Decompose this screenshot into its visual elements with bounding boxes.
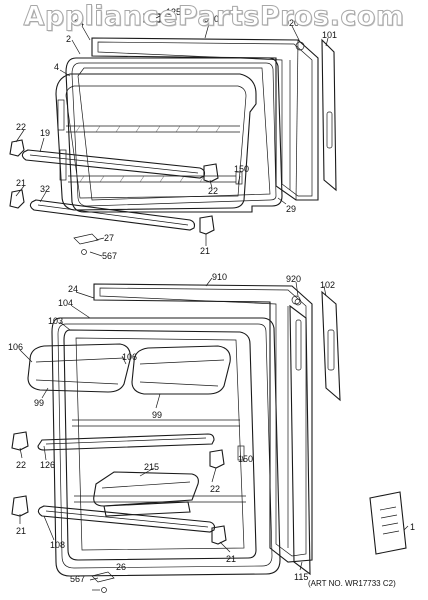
callout-106-left: 106	[8, 342, 23, 352]
callout-labels-top: 125 910 920 101 24 2 4 22 19 21 32 150 2…	[16, 7, 337, 261]
owner-manual-booklet	[369, 491, 407, 555]
freezer-outer-door	[91, 37, 319, 201]
callout-103: 103	[48, 316, 63, 326]
callout-108: 108	[50, 540, 65, 550]
freezer-inner-liner	[55, 73, 257, 211]
fresh-food-door-gasket	[51, 317, 281, 577]
callout-22-bottom-left: 22	[16, 460, 26, 470]
freezer-shelf-bars	[21, 149, 206, 231]
callout-102: 102	[320, 280, 335, 290]
callout-126: 126	[40, 460, 55, 470]
callout-150-top: 150	[234, 164, 249, 174]
callout-26: 26	[116, 562, 126, 572]
callout-21-top-left: 21	[16, 178, 26, 188]
callout-910-bottom: 910	[212, 272, 227, 282]
callout-21-bottom-right: 21	[226, 554, 236, 564]
callout-567-bottom: 567	[70, 574, 85, 584]
callout-4: 4	[54, 62, 59, 72]
callout-99-left: 99	[34, 398, 44, 408]
callout-22-top-left: 22	[16, 122, 26, 132]
callout-labels-bottom: 910 920 102 24 104 103 106 106 99 99 22 …	[8, 272, 415, 588]
freezer-brackets	[9, 139, 243, 235]
callout-920-top: 920	[284, 18, 299, 28]
callout-910-top: 910	[204, 14, 219, 24]
fresh-food-long-trim	[289, 304, 311, 576]
callout-567-top: 567	[102, 251, 117, 261]
fresh-food-leader-lines	[19, 277, 409, 591]
callout-215: 215	[144, 462, 159, 472]
callout-21-top-right: 21	[200, 246, 210, 256]
callout-32: 32	[40, 184, 50, 194]
callout-21-bottom-left: 21	[16, 526, 26, 536]
callout-27: 27	[104, 233, 114, 243]
callout-29: 29	[286, 204, 296, 214]
callout-19: 19	[40, 128, 50, 138]
fresh-food-door-assembly	[11, 277, 409, 593]
fresh-food-shelf-bars	[37, 433, 216, 533]
fresh-food-outer-door	[93, 283, 313, 563]
fresh-food-small-parts	[91, 298, 302, 593]
fresh-food-inner-liner	[63, 329, 257, 561]
callout-1: 1	[410, 522, 415, 532]
art-number: (ART NO. WR17733 C2)	[308, 579, 396, 588]
freezer-door-gasket	[65, 57, 283, 213]
callout-125: 125	[166, 7, 181, 17]
freezer-small-parts	[73, 13, 161, 255]
callout-2: 2	[66, 34, 71, 44]
callout-104: 104	[58, 298, 73, 308]
callout-22-top-right: 22	[208, 186, 218, 196]
callout-99-right: 99	[152, 410, 162, 420]
callout-920-bottom: 920	[286, 274, 301, 284]
fresh-food-brackets	[11, 431, 245, 545]
callout-24-top: 24	[74, 18, 84, 28]
freezer-leader-lines	[15, 13, 329, 257]
fresh-food-upper-bins	[27, 343, 231, 395]
callout-106-right: 106	[122, 352, 137, 362]
fresh-food-dairy-bin	[93, 471, 199, 517]
callout-115: 115	[294, 572, 308, 582]
fresh-food-side-trim	[321, 290, 341, 402]
callout-150-bottom: 150	[238, 454, 253, 464]
callout-22-bottom-right: 22	[210, 484, 220, 494]
freezer-door-assembly	[9, 13, 337, 257]
callout-24-bottom: 24	[68, 284, 78, 294]
callout-101: 101	[322, 30, 337, 40]
freezer-side-trim	[321, 38, 337, 192]
